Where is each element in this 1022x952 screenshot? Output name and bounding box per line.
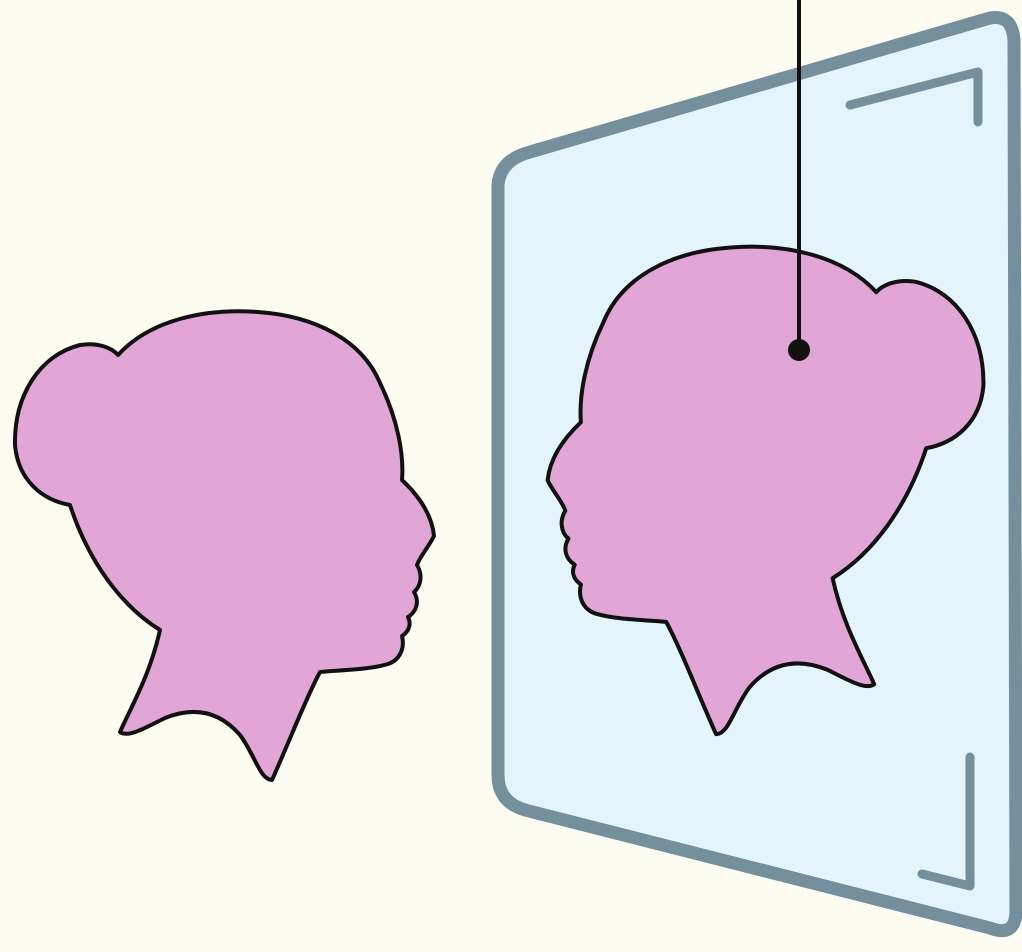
pointer-dot — [788, 339, 810, 361]
